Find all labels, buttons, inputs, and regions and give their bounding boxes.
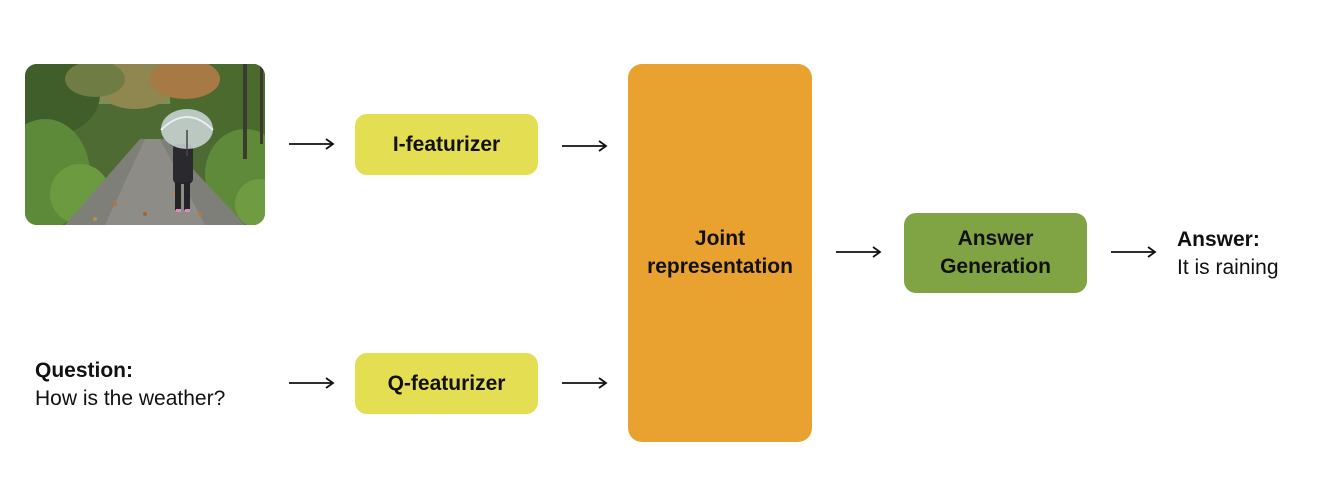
answer-heading: Answer: [1177, 228, 1260, 251]
input-image [25, 64, 265, 225]
q-featurizer-label: Q-featurizer [387, 371, 506, 395]
arrow-answer-generation-to-answer [1110, 244, 1158, 260]
answer-generation-label-line2: Generation [940, 255, 1051, 278]
answer-text: It is raining [1177, 256, 1279, 279]
arrow-joint-to-answer-generation [835, 244, 883, 260]
joint-representation-box: Joint representation [628, 64, 812, 442]
answer-generation-box: Answer Generation [904, 213, 1087, 293]
i-featurizer-box: I-featurizer [355, 114, 538, 175]
joint-representation-label-line1: Joint [694, 227, 746, 250]
arrow-i-featurizer-to-joint [561, 138, 609, 154]
arrow-image-to-i-featurizer [288, 136, 336, 152]
rainy-path-photo [25, 64, 265, 225]
joint-representation-label-line2: representation [647, 255, 793, 278]
arrow-q-featurizer-to-joint [561, 375, 609, 391]
answer-block: Answer: It is raining [1177, 226, 1279, 282]
question-text: How is the weather? [35, 387, 226, 410]
answer-generation-label-line1: Answer [957, 227, 1034, 250]
q-featurizer-box: Q-featurizer [355, 353, 538, 414]
i-featurizer-label: I-featurizer [392, 132, 501, 156]
arrow-question-to-q-featurizer [288, 375, 336, 391]
question-heading: Question: [35, 359, 133, 382]
question-block: Question: How is the weather? [35, 357, 225, 413]
